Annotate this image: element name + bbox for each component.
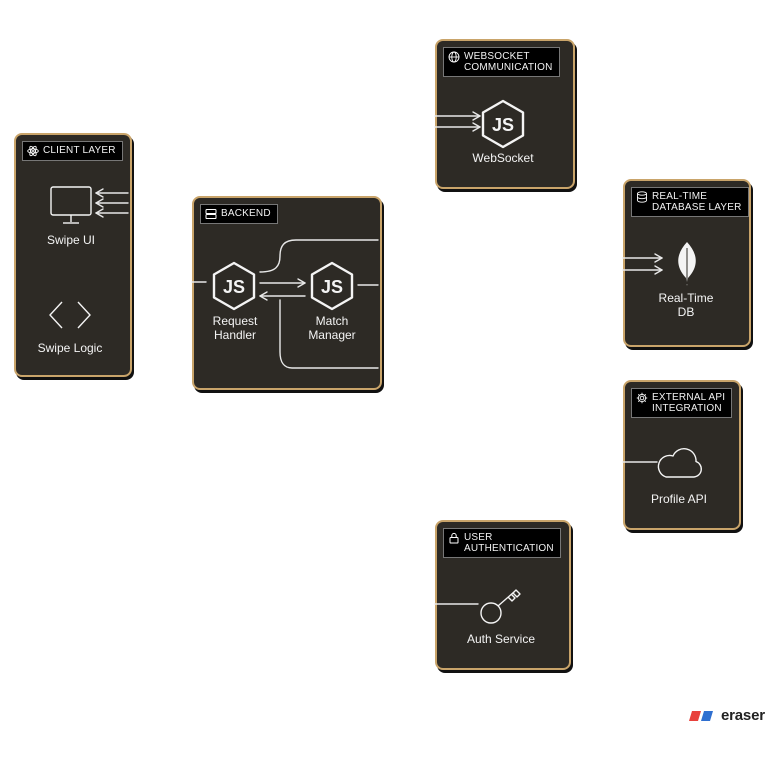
realtime-db-group[interactable]: REAL-TIME DATABASE LAYER xyxy=(623,179,751,347)
backend-label: BACKEND xyxy=(200,204,278,224)
external-api-label: EXTERNAL API INTEGRATION xyxy=(631,388,733,418)
svg-text:JS: JS xyxy=(223,277,245,297)
key-icon[interactable] xyxy=(478,586,524,626)
arrowhead xyxy=(95,208,104,218)
arrowhead xyxy=(654,253,663,263)
svg-text:JS: JS xyxy=(492,115,514,135)
external-api-title: EXTERNAL API INTEGRATION xyxy=(652,392,726,414)
react-icon xyxy=(27,145,39,157)
user-auth-group[interactable]: USER AUTHENTICATION xyxy=(435,520,571,670)
match-manager-label: Match Manager xyxy=(308,314,356,342)
auth-service-label: Auth Service xyxy=(466,632,536,646)
arrowhead xyxy=(654,265,663,275)
swipe-logic-label: Swipe Logic xyxy=(37,341,103,355)
websocket-title: WEBSOCKET COMMUNICATION xyxy=(464,51,553,73)
arrowhead xyxy=(297,278,306,288)
arrowhead xyxy=(95,198,104,208)
mongodb-leaf-icon[interactable] xyxy=(672,240,702,288)
user-auth-title: USER AUTHENTICATION xyxy=(464,532,554,554)
arrowhead xyxy=(259,291,268,301)
websocket-label: WEBSOCKET COMMUNICATION xyxy=(443,47,560,77)
globe-icon xyxy=(448,51,460,63)
client-layer-title: CLIENT LAYER xyxy=(43,145,116,156)
eraser-brand[interactable]: eraser xyxy=(689,707,765,724)
lock-icon xyxy=(449,532,459,544)
arrowhead xyxy=(472,122,481,132)
profile-api-label: Profile API xyxy=(650,492,708,506)
edge-request-to-websocket xyxy=(259,239,379,273)
external-api-group[interactable]: EXTERNAL API INTEGRATION xyxy=(623,380,741,530)
arrowhead xyxy=(472,111,481,121)
edge-return-loop xyxy=(279,299,379,369)
backend-title: BACKEND xyxy=(221,208,271,219)
backend-group[interactable]: BACKEND xyxy=(192,196,382,390)
request-handler-label: Request Handler xyxy=(212,314,258,342)
user-auth-label: USER AUTHENTICATION xyxy=(443,528,561,558)
code-icon[interactable] xyxy=(48,300,92,330)
realtime-db-title: REAL-TIME DATABASE LAYER xyxy=(652,191,742,213)
nodejs-icon[interactable]: JS xyxy=(309,261,355,311)
nodejs-icon[interactable]: JS xyxy=(211,261,257,311)
gear-icon xyxy=(636,392,648,404)
cloud-icon[interactable] xyxy=(656,446,704,480)
client-layer-label: CLIENT LAYER xyxy=(22,141,123,161)
server-icon xyxy=(205,209,217,219)
websocket-node-label: WebSocket xyxy=(472,151,534,165)
realtime-db-label: REAL-TIME DATABASE LAYER xyxy=(631,187,749,217)
nodejs-icon[interactable]: JS xyxy=(480,99,526,149)
svg-text:JS: JS xyxy=(321,277,343,297)
client-layer-group[interactable]: CLIENT LAYER xyxy=(14,133,132,377)
websocket-group[interactable]: WEBSOCKET COMMUNICATION xyxy=(435,39,575,189)
arrowhead xyxy=(95,188,104,198)
monitor-icon[interactable] xyxy=(50,186,92,226)
swipe-ui-label: Swipe UI xyxy=(46,233,96,247)
eraser-brand-name: eraser xyxy=(721,707,765,724)
realtime-db-node-label: Real-Time DB xyxy=(658,291,714,319)
database-icon xyxy=(637,191,647,203)
eraser-logo-icon xyxy=(689,710,713,721)
